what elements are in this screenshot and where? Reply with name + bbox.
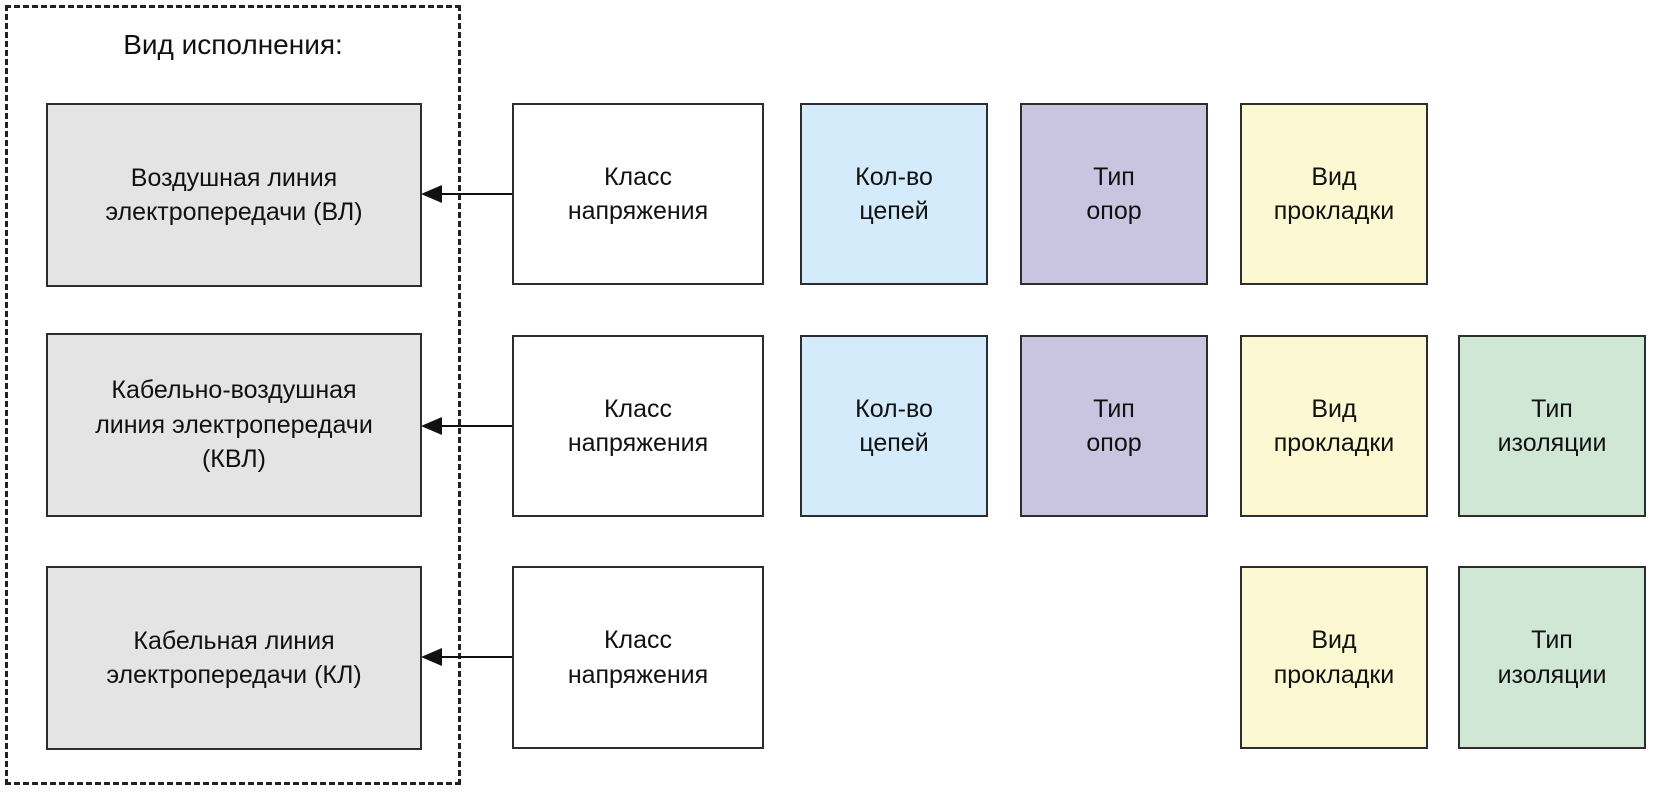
connector-arrow-vl-head-icon (421, 185, 442, 203)
attr-support-type-vl: Тип опор (1020, 103, 1208, 285)
attr-voltage-class-kl: Класс напряжения (512, 566, 764, 749)
execution-type-group (5, 5, 461, 785)
connector-arrow-kvl-head-icon (421, 417, 442, 435)
attr-voltage-class-vl: Класс напряжения (512, 103, 764, 285)
attr-insulation-type-kl: Тип изоляции (1458, 566, 1646, 749)
legend-title: Вид исполнения: (123, 29, 343, 60)
connector-arrow-vl-line (437, 193, 512, 195)
connector-arrow-kl-line (437, 656, 512, 658)
connector-arrow-kl-head-icon (421, 648, 442, 666)
attr-circuit-count-vl: Кол-во цепей (800, 103, 988, 285)
attr-insulation-type-kvl: Тип изоляции (1458, 335, 1646, 517)
type-box-kvl: Кабельно-воздушная линия электропередачи… (46, 333, 422, 517)
attr-circuit-count-kvl: Кол-во цепей (800, 335, 988, 517)
attr-voltage-class-kvl: Класс напряжения (512, 335, 764, 517)
connector-arrow-kvl-line (437, 425, 512, 427)
attr-laying-type-vl: Вид прокладки (1240, 103, 1428, 285)
attr-laying-type-kl: Вид прокладки (1240, 566, 1428, 749)
attr-laying-type-kvl: Вид прокладки (1240, 335, 1428, 517)
attr-support-type-kvl: Тип опор (1020, 335, 1208, 517)
type-box-vl: Воздушная линия электропередачи (ВЛ) (46, 103, 422, 287)
type-box-kl: Кабельная линия электропередачи (КЛ) (46, 566, 422, 750)
